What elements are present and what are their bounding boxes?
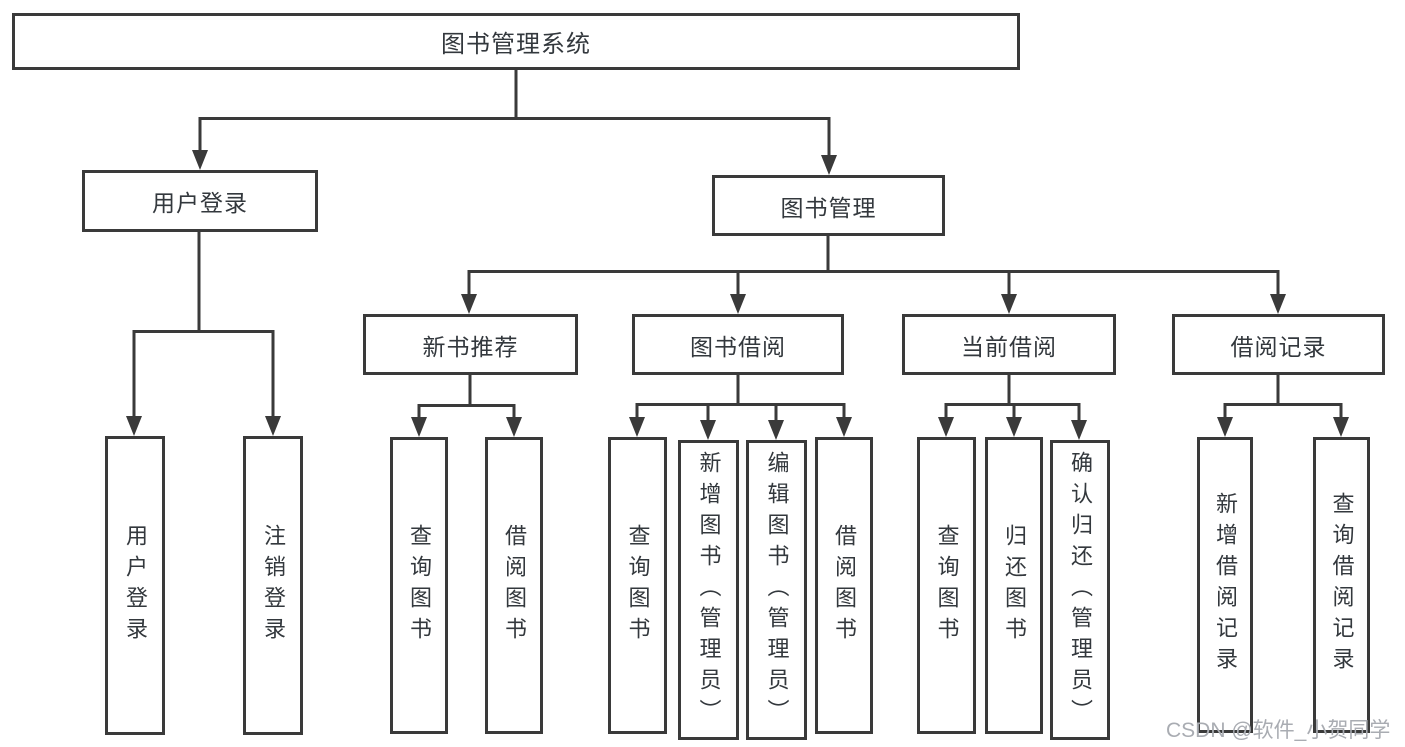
connector-arrow	[1333, 417, 1349, 437]
node-user-login: 用户登录	[82, 170, 318, 232]
node-current-query-book: 查询图书	[917, 437, 976, 734]
connector-arrow	[1071, 420, 1087, 440]
connector-arrow	[192, 150, 208, 170]
connector-arrow	[461, 294, 477, 314]
connector-arrow	[768, 420, 784, 440]
connector-bookmgmt-to-level3	[467, 236, 1280, 296]
node-newrec-borrow-book-label: 借阅图书	[502, 523, 527, 648]
connector-arrow	[411, 417, 427, 437]
connector-arrow	[1217, 417, 1233, 437]
node-new-book-recommend-label: 新书推荐	[422, 333, 519, 360]
connector-arrow	[1270, 294, 1286, 314]
node-current-query-book-label: 查询图书	[934, 523, 960, 648]
node-borrow-borrow-book: 借阅图书	[815, 437, 873, 734]
connector-userlogin-to-children	[132, 232, 275, 418]
node-current-confirm-return-admin: 确认归还（管理员）	[1050, 440, 1110, 740]
connector-arrow	[506, 417, 522, 437]
node-new-book-recommend: 新书推荐	[363, 314, 578, 375]
node-logout: 注销登录	[243, 436, 303, 735]
node-book-mgmt: 图书管理	[712, 175, 945, 236]
node-current-borrow-label: 当前借阅	[961, 333, 1057, 360]
connector-arrow	[265, 416, 281, 436]
node-borrow-edit-book-admin: 编辑图书（管理员）	[746, 440, 807, 740]
connector-arrow	[629, 417, 645, 437]
node-root-label: 图书管理系统	[441, 31, 591, 58]
node-record-add-record-label: 新增借阅记录	[1213, 492, 1238, 678]
connector-arrow	[730, 294, 746, 314]
node-login: 用户登录	[105, 436, 165, 735]
node-newrec-borrow-book: 借阅图书	[485, 437, 543, 734]
connector-root-to-level1	[198, 70, 831, 157]
node-user-login-label: 用户登录	[152, 190, 248, 216]
watermark: CSDN @软件_小贺同学	[1166, 719, 1391, 742]
node-newrec-query-book: 查询图书	[390, 437, 448, 734]
connector-arrow	[126, 416, 142, 436]
node-logout-label: 注销登录	[261, 523, 286, 648]
connector-newrec-to-children	[417, 375, 516, 419]
node-borrow-add-book-admin-label: 新增图书（管理员）	[696, 450, 722, 730]
node-record-add-record: 新增借阅记录	[1197, 437, 1253, 733]
node-book-borrow: 图书借阅	[632, 314, 844, 375]
connector-arrow	[1006, 417, 1022, 437]
node-current-confirm-return-admin-label: 确认归还（管理员）	[1068, 450, 1093, 730]
node-borrow-record: 借阅记录	[1172, 314, 1385, 375]
node-current-borrow: 当前借阅	[902, 314, 1116, 375]
node-newrec-query-book-label: 查询图书	[407, 523, 432, 648]
node-borrow-record-label: 借阅记录	[1230, 333, 1327, 360]
node-borrow-query-book: 查询图书	[608, 437, 667, 734]
node-current-return-book-label: 归还图书	[1002, 523, 1027, 648]
node-record-query-record-label: 查询借阅记录	[1329, 492, 1355, 678]
connector-borrow-to-children	[635, 375, 846, 422]
node-book-mgmt-label: 图书管理	[780, 194, 877, 221]
node-root: 图书管理系统	[12, 13, 1020, 70]
connector-arrow	[1001, 294, 1017, 314]
node-borrow-borrow-book-label: 借阅图书	[832, 523, 857, 648]
connector-record-to-children	[1223, 375, 1343, 419]
connector-arrow	[700, 420, 716, 440]
node-borrow-add-book-admin: 新增图书（管理员）	[678, 440, 739, 740]
node-login-label: 用户登录	[123, 523, 148, 648]
connector-arrow	[821, 155, 837, 175]
node-current-return-book: 归还图书	[985, 437, 1043, 734]
node-borrow-edit-book-admin-label: 编辑图书（管理员）	[764, 450, 790, 730]
node-book-borrow-label: 图书借阅	[690, 333, 786, 360]
connector-current-to-children	[944, 375, 1081, 422]
node-record-query-record: 查询借阅记录	[1313, 437, 1370, 733]
connector-arrow	[836, 417, 852, 437]
connector-arrow	[938, 417, 954, 437]
node-borrow-query-book-label: 查询图书	[625, 523, 651, 648]
